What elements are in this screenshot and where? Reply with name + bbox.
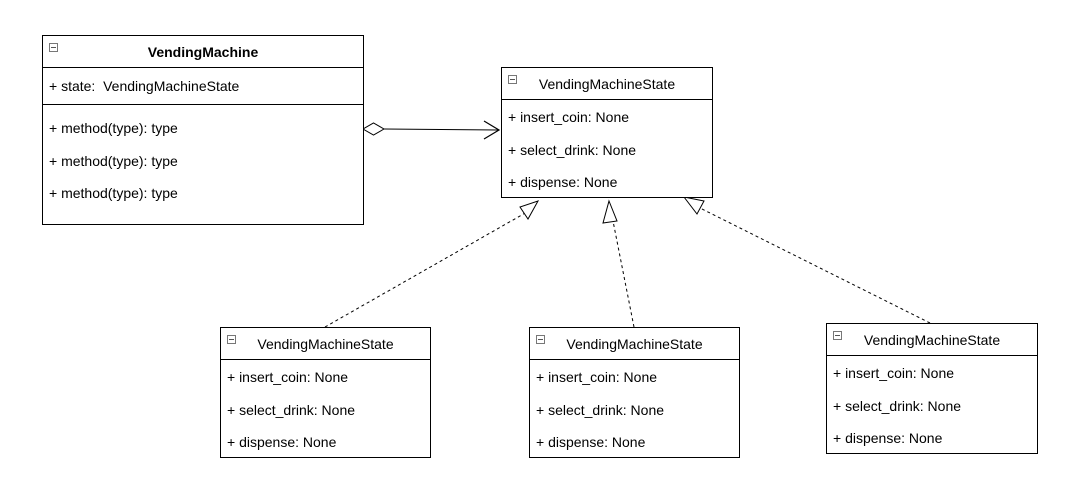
collapse-icon[interactable] [227, 335, 236, 344]
attribute-row: + insert_coin: None [833, 364, 955, 381]
method-row: + method(type): type [49, 152, 178, 169]
realization-arrowhead-right [682, 196, 705, 215]
class-name: VendingMachine [147, 43, 259, 60]
collapse-icon[interactable] [508, 75, 517, 84]
realization-link-middle[interactable] [602, 199, 635, 328]
vending-machine-class[interactable]: VendingMachine + state: VendingMachineSt… [42, 35, 364, 225]
state-interface-class[interactable]: VendingMachineState + insert_coin: None … [501, 67, 713, 198]
aggregation-link[interactable] [361, 120, 501, 140]
attribute-row: + insert_coin: None [227, 368, 349, 385]
collapse-icon[interactable] [49, 43, 58, 52]
class-name: VendingMachineState [257, 335, 394, 352]
class-name: VendingMachineState [566, 335, 703, 352]
class-name: VendingMachineState [538, 75, 676, 92]
attribute-row: + select_drink: None [833, 397, 962, 414]
class-header: VendingMachineState [530, 328, 739, 360]
attribute-row: + dispense: None [536, 433, 646, 450]
attribute-row: + dispense: None [508, 173, 618, 190]
method-row: + method(type): type [49, 184, 178, 201]
attribute-row: + insert_coin: None [508, 108, 630, 125]
method-row: + method(type): type [49, 119, 178, 136]
concrete-state-class-3[interactable]: VendingMachineState + insert_coin: None … [826, 323, 1038, 454]
collapse-icon[interactable] [833, 331, 842, 340]
attribute-row: + insert_coin: None [536, 368, 658, 385]
attribute-row: + dispense: None [227, 433, 337, 450]
aggregation-arrowhead [483, 120, 501, 140]
class-header: VendingMachine [43, 36, 363, 68]
attribute-row: + state: VendingMachineState [43, 68, 363, 105]
realization-arrowhead-middle [602, 199, 618, 224]
realization-link-right[interactable] [682, 196, 931, 324]
attribute-row: + dispense: None [833, 429, 943, 446]
concrete-state-class-1[interactable]: VendingMachineState + insert_coin: None … [220, 327, 431, 458]
attribute-row: + select_drink: None [508, 141, 637, 158]
aggregation-diamond [361, 122, 386, 136]
class-name: VendingMachineState [863, 331, 1001, 348]
class-header: VendingMachineState [502, 68, 712, 100]
collapse-icon[interactable] [536, 335, 545, 344]
realization-link-left[interactable] [324, 200, 540, 328]
class-header: VendingMachineState [827, 324, 1037, 356]
attribute-row: + select_drink: None [536, 401, 665, 418]
class-header: VendingMachineState [221, 328, 430, 360]
attribute-row: + select_drink: None [227, 401, 356, 418]
concrete-state-class-2[interactable]: VendingMachineState + insert_coin: None … [529, 327, 740, 458]
realization-arrowhead-left [519, 200, 540, 220]
